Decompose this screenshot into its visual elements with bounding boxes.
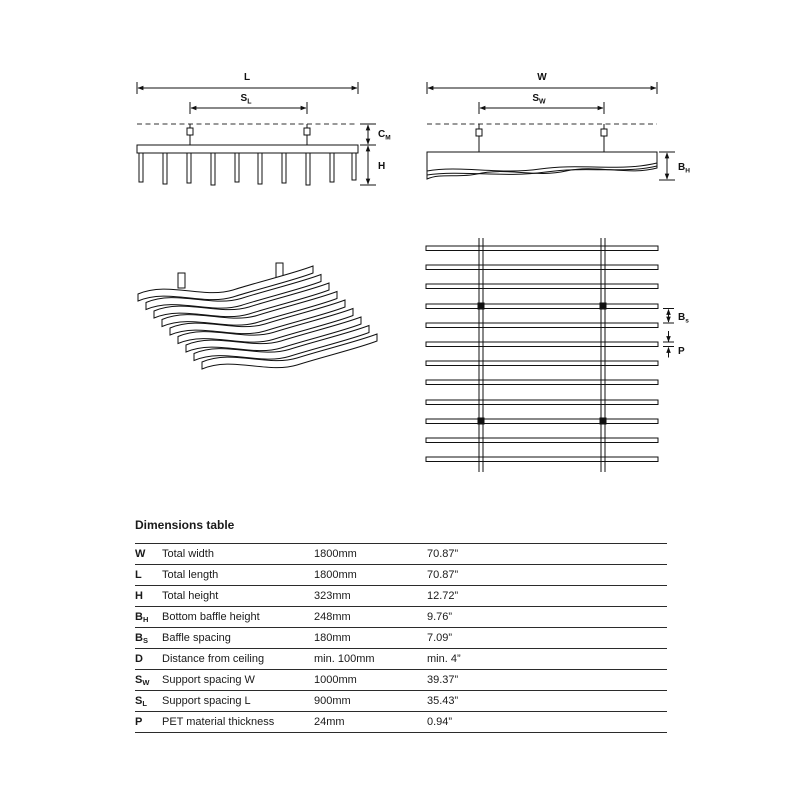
dim-label: Total length (162, 569, 219, 581)
dim-mm-value: 248mm (314, 611, 351, 623)
table-row: D Distance from ceiling min. 100mm min. … (135, 649, 667, 670)
technical-diagrams: L SL CM (136, 72, 690, 472)
dim-inch-value: 39.37” (427, 674, 459, 686)
table-row: P PET material thickness 24mm 0.94” (135, 712, 667, 733)
dim-mm-value: 1000mm (314, 674, 357, 686)
dim-symbol: SW (135, 673, 150, 687)
carrier-rail (136, 144, 359, 154)
dim-label: Total height (162, 590, 219, 602)
dim-mm-value: 1800mm (314, 569, 357, 581)
dim-inch-value: 70.87” (427, 569, 459, 581)
hanger (303, 124, 311, 145)
dimension-BH: BH (659, 151, 690, 181)
dimensions-table-section: Dimensions table W Total width 1800mm 70… (135, 518, 667, 733)
dimension-Bs: Bs (663, 308, 689, 325)
hanger (475, 124, 483, 152)
dim-mm-value: 323mm (314, 590, 351, 602)
dim-inch-value: 7.09” (427, 632, 453, 644)
dimension-H-label: H (378, 161, 385, 172)
dim-inch-value: 35.43” (427, 695, 459, 707)
dim-inch-value: 70.87” (427, 548, 459, 560)
dimension-CM-label: CM (378, 129, 391, 142)
table-title: Dimensions table (135, 518, 235, 532)
table-row: BH Bottom baffle height 248mm 9.76” (135, 607, 667, 628)
dim-symbol: SL (135, 694, 147, 708)
table-row: SW Support spacing W 1000mm 39.37” (135, 670, 667, 691)
diagram-side-length: L SL CM (136, 72, 391, 186)
dimension-W: W (426, 72, 658, 94)
wavy-baffle-ribbons (137, 265, 378, 370)
dim-label: Support spacing W (162, 674, 255, 686)
table-row: SL Support spacing L 900mm 35.43” (135, 691, 667, 712)
dimension-SL: SL (189, 93, 308, 114)
dim-inch-value: 0.94” (427, 716, 453, 728)
dimension-P-label: P (678, 346, 685, 357)
baffle-wave-line (426, 165, 658, 176)
dim-label: Support spacing L (162, 695, 251, 707)
dimension-CM: CM (360, 123, 391, 146)
dimensions-table: W Total width 1800mm 70.87” L Total leng… (135, 543, 667, 733)
dimension-L-label: L (244, 72, 250, 83)
dim-label: Total width (162, 548, 214, 560)
dimension-H: H (360, 145, 385, 186)
dim-inch-value: 9.76” (427, 611, 453, 623)
dim-symbol: D (135, 652, 143, 665)
dim-label: PET material thickness (162, 716, 275, 728)
dim-symbol: BS (135, 631, 148, 645)
dim-inch-value: 12.72” (427, 590, 459, 602)
dim-inch-value: min. 4” (427, 653, 461, 665)
table-row: BS Baffle spacing 180mm 7.09” (135, 628, 667, 649)
table-row: H Total height 323mm 12.72” (135, 586, 667, 607)
hanger (186, 124, 194, 145)
mounting-tab (177, 272, 186, 289)
connector-nodes (477, 302, 607, 425)
baffle-wave-line (426, 162, 658, 172)
dim-mm-value: 900mm (314, 695, 351, 707)
dim-symbol: P (135, 715, 143, 728)
baffle-slats (138, 152, 357, 186)
diagram-side-width: W SW BH (426, 72, 690, 181)
dimension-W-label: W (537, 72, 547, 83)
table-row: L Total length 1800mm 70.87” (135, 565, 667, 586)
diagram-3d-view (137, 262, 378, 370)
dimension-BH-label: BH (678, 162, 690, 175)
dimension-SW-label: SW (532, 93, 546, 106)
dimension-Bs-label: Bs (678, 312, 689, 325)
dim-symbol: L (135, 568, 142, 581)
wavy-baffle-body (426, 151, 658, 180)
dim-mm-value: min. 100mm (314, 653, 375, 665)
dim-label: Distance from ceiling (162, 653, 265, 665)
dim-label: Bottom baffle height (162, 611, 260, 623)
dimension-P: P (663, 331, 685, 358)
dim-mm-value: 1800mm (314, 548, 357, 560)
dimension-SL-label: SL (241, 93, 253, 106)
dim-symbol: BH (135, 610, 149, 624)
diagram-plan-view: Bs P (425, 238, 689, 472)
dimension-L: L (136, 72, 359, 94)
dim-label: Baffle spacing (162, 632, 231, 644)
support-rails (478, 238, 606, 472)
dim-mm-value: 180mm (314, 632, 351, 644)
table-row: W Total width 1800mm 70.87” (135, 544, 667, 565)
dim-mm-value: 24mm (314, 716, 345, 728)
dim-symbol: W (135, 547, 146, 560)
baffle-bars (425, 245, 659, 462)
dim-symbol: H (135, 589, 143, 602)
hanger (600, 124, 608, 152)
dimension-SW: SW (478, 93, 605, 114)
